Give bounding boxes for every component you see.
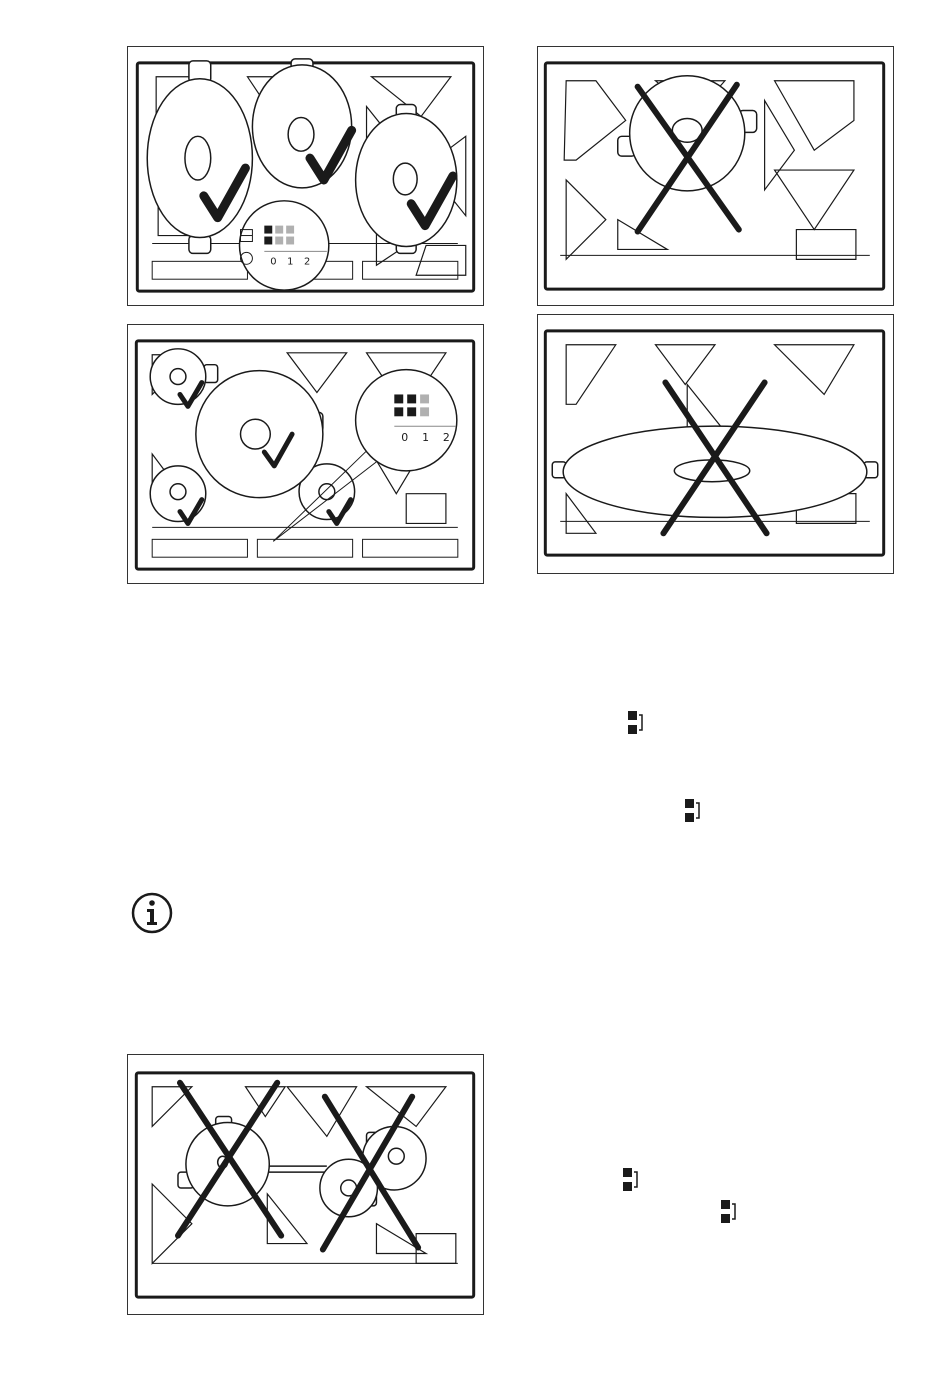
selector-digit: 0 [401, 431, 408, 444]
figure-oval-pan-wrong [537, 314, 894, 574]
hob-illustration [538, 47, 893, 305]
bridge-zone-icon [623, 1168, 639, 1194]
selector-digit: 1 [287, 256, 293, 267]
figure-pan-off-centre-wrong [537, 46, 894, 306]
figure-three-pans-correct: 0 1 2 [127, 46, 484, 306]
information-icon [130, 891, 174, 935]
hob-illustration: 0 1 2 [128, 325, 483, 583]
figure-four-pans-correct: 0 1 2 [127, 324, 484, 584]
bridge-zone-icon [721, 1200, 737, 1226]
selector-digit: 1 [422, 431, 429, 444]
selector-digit: 2 [443, 431, 450, 444]
hob-illustration [128, 1055, 483, 1314]
bridge-zone-icon [685, 799, 701, 825]
figure-two-pans-wrong [127, 1054, 484, 1315]
bridge-zone-icon [628, 711, 644, 737]
hob-illustration [538, 315, 893, 573]
selector-digit: 0 [270, 256, 276, 267]
selector-digit: 2 [304, 256, 310, 267]
hob-illustration: 0 1 2 [128, 47, 483, 305]
